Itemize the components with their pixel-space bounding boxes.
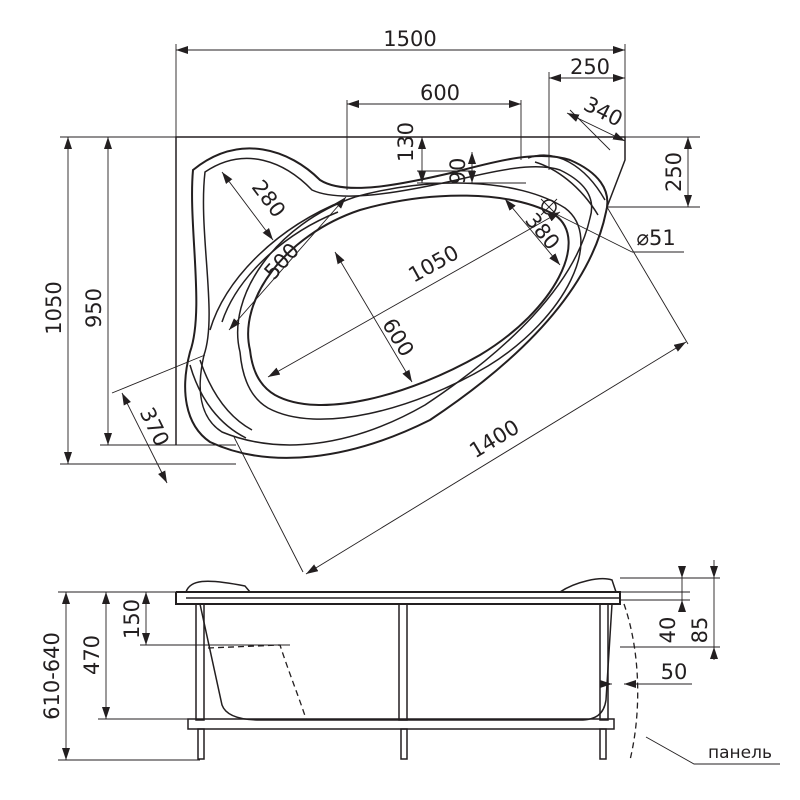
frame-posts: [195, 603, 609, 721]
rim-headrest-right: [559, 578, 617, 593]
panel-leader: [645, 736, 780, 765]
dim-total-height: 610-640: [40, 632, 64, 720]
dimension-lines: [64, 46, 692, 575]
side-dimension-labels: 610-640 470 150 40 85 50 панель: [40, 599, 772, 763]
side-dimension-lines: [62, 560, 718, 760]
dim-rim-85: 85: [688, 617, 712, 644]
dim-width-total: 1500: [383, 27, 436, 51]
dim-right-250: 250: [662, 152, 686, 192]
rim-inner-edge: [199, 157, 593, 446]
dim-rim-90: 90: [446, 158, 470, 185]
dim-corner-370: 370: [135, 404, 174, 451]
dim-rim-40: 40: [656, 617, 680, 644]
top-dimension-labels: 1500 250 600 340 130 90 250 1050 950 280…: [42, 27, 686, 463]
seat-dashed: [207, 644, 307, 720]
tub-rim: [175, 591, 621, 605]
side-view: 610-640 470 150 40 85 50 панель: [40, 560, 780, 765]
dim-floor-150: 150: [120, 599, 144, 639]
dim-bowl-length: 1050: [404, 240, 462, 287]
outer-footprint: [175, 136, 626, 445]
dim-height-total: 1050: [42, 281, 66, 334]
corner-seat: [189, 359, 253, 439]
dim-tub-depth: 470: [80, 635, 104, 675]
panel-arc: [623, 603, 639, 761]
dim-rim-130: 130: [394, 122, 418, 162]
dim-right-offset: 250: [570, 55, 610, 79]
outer-rim-contour: [184, 147, 609, 459]
top-view: 1500 250 600 340 130 90 250 1050 950 280…: [42, 27, 700, 575]
side-extension-lines: [58, 577, 720, 761]
dim-panel-gap: 50: [661, 660, 688, 684]
inner-bowl: [247, 194, 570, 406]
dim-corner-340: 340: [580, 92, 627, 132]
dim-height-950: 950: [82, 288, 106, 328]
dim-drain-diameter: ⌀51: [636, 226, 675, 250]
rim-headrest-left: [185, 580, 251, 593]
dim-inner-bowl-width: 600: [420, 81, 460, 105]
corner-headrest: [527, 154, 606, 216]
legs: [197, 728, 607, 760]
dim-headrest-280: 280: [247, 176, 290, 222]
dim-bowl-width: 600: [377, 314, 418, 361]
dim-diagonal: 1400: [465, 415, 523, 463]
panel-label: панель: [708, 743, 772, 763]
tub-body: [199, 603, 613, 721]
